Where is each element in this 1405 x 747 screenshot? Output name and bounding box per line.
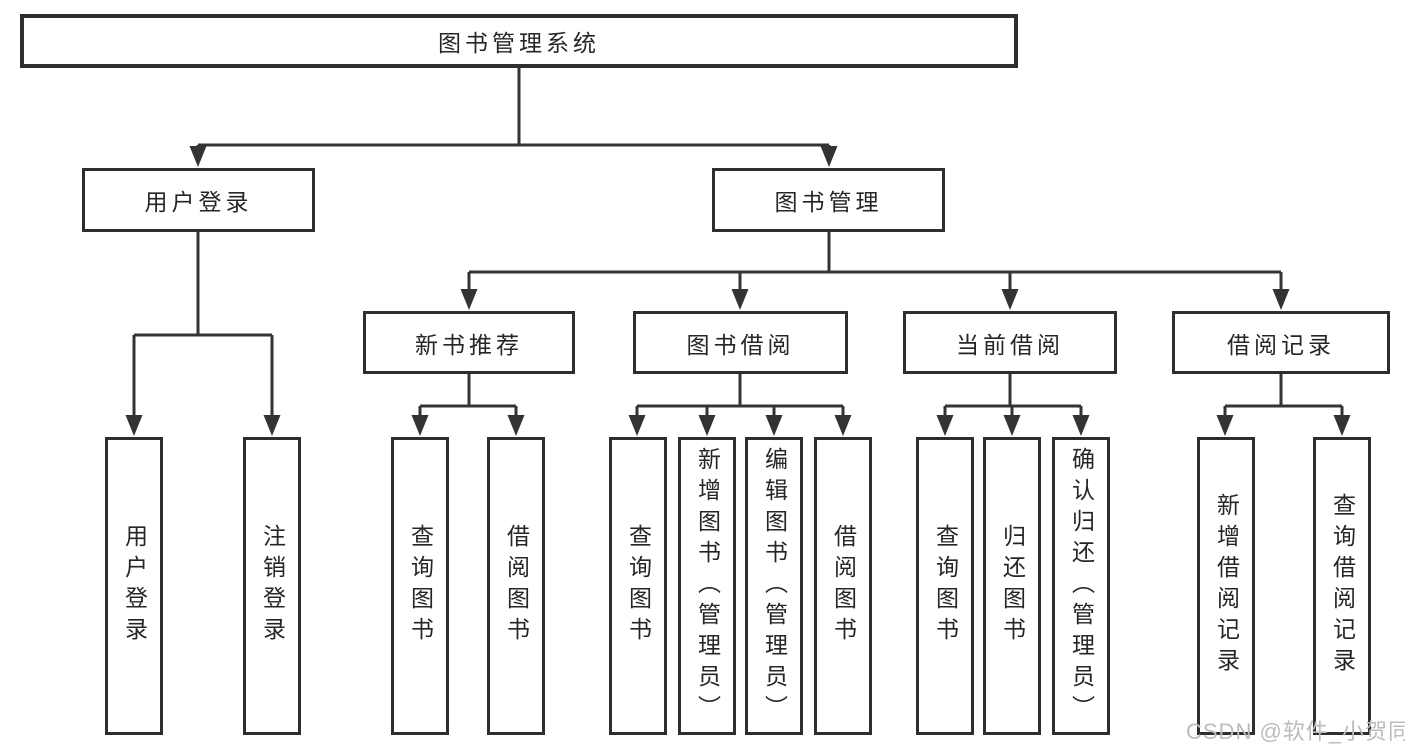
leaf-borrow-books: 借阅图书 xyxy=(814,437,872,735)
node-current-borrow: 当前借阅 xyxy=(903,311,1117,374)
node-book-borrow: 图书借阅 xyxy=(633,311,848,374)
node-root: 图书管理系统 xyxy=(20,14,1018,68)
leaf-query-books-borrow: 查询图书 xyxy=(609,437,667,735)
watermark: CSDN @软件_小贺同学 xyxy=(1186,719,1405,744)
leaf-confirm-return-admin: 确认归还（管理员） xyxy=(1052,437,1110,735)
leaf-query-books-borrow-label: 查询图书 xyxy=(625,524,652,648)
leaf-logout: 注销登录 xyxy=(243,437,301,735)
leaf-user-login: 用户登录 xyxy=(105,437,163,735)
leaf-user-login-label: 用户登录 xyxy=(121,524,148,648)
leaf-add-book-admin: 新增图书（管理员） xyxy=(678,437,736,735)
leaf-query-books-recommend: 查询图书 xyxy=(391,437,449,735)
leaf-edit-book-admin: 编辑图书（管理员） xyxy=(745,437,803,735)
leaf-return-books: 归还图书 xyxy=(983,437,1041,735)
leaf-borrow-books-label: 借阅图书 xyxy=(830,524,857,648)
leaf-query-borrow-record-label: 查询借阅记录 xyxy=(1329,493,1356,679)
node-borrow-records: 借阅记录 xyxy=(1172,311,1390,374)
leaf-return-books-label: 归还图书 xyxy=(999,524,1026,648)
leaf-query-books-current-label: 查询图书 xyxy=(932,524,959,648)
leaf-add-borrow-record: 新增借阅记录 xyxy=(1197,437,1255,735)
node-user-login: 用户登录 xyxy=(82,168,315,232)
leaf-confirm-return-admin-label: 确认归还（管理员） xyxy=(1068,446,1095,726)
leaf-logout-label: 注销登录 xyxy=(259,524,286,648)
leaf-add-book-admin-label: 新增图书（管理员） xyxy=(694,446,721,726)
node-book-management: 图书管理 xyxy=(712,168,945,232)
leaf-borrow-books-recommend-label: 借阅图书 xyxy=(503,524,530,648)
leaf-borrow-books-recommend: 借阅图书 xyxy=(487,437,545,735)
leaf-query-books-current: 查询图书 xyxy=(916,437,974,735)
node-new-book-recommend: 新书推荐 xyxy=(363,311,575,374)
leaf-edit-book-admin-label: 编辑图书（管理员） xyxy=(761,446,788,726)
leaf-query-books-recommend-label: 查询图书 xyxy=(407,524,434,648)
leaf-query-borrow-record: 查询借阅记录 xyxy=(1313,437,1371,735)
leaf-add-borrow-record-label: 新增借阅记录 xyxy=(1213,493,1240,679)
